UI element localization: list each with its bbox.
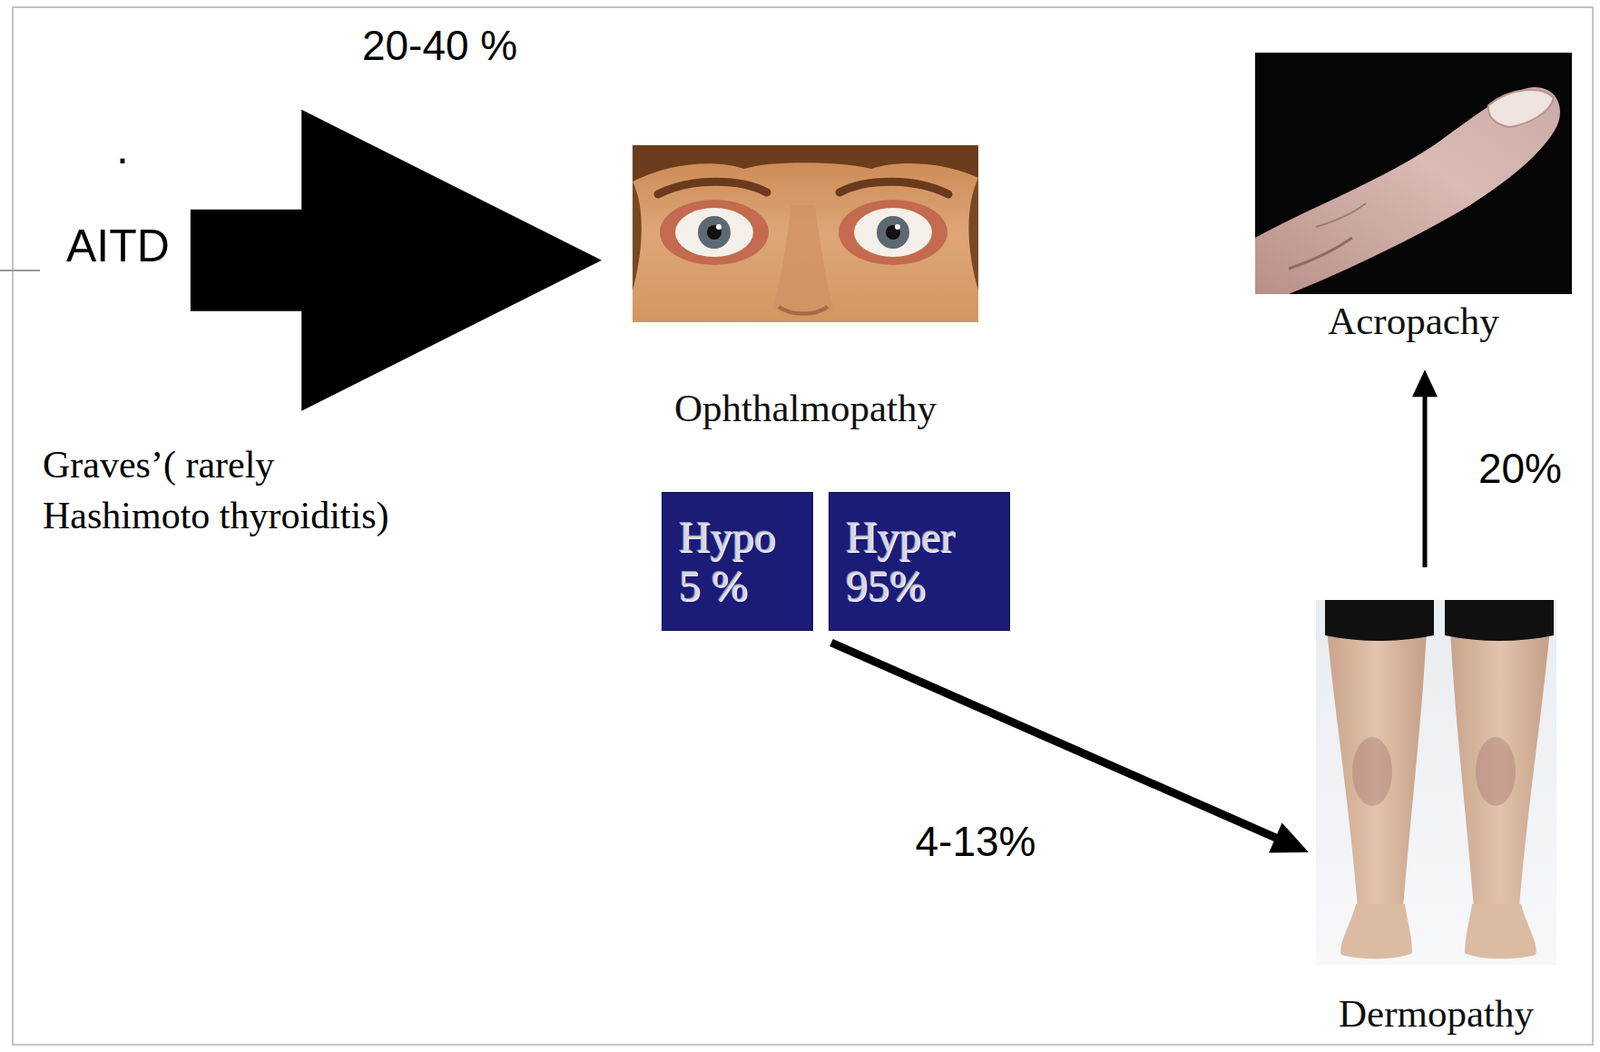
arrow-connector	[831, 642, 1309, 853]
stray-mark: .	[116, 122, 129, 176]
edge-label: 4-13%	[912, 817, 1041, 866]
photo-caption: Dermopathy	[1315, 991, 1557, 1035]
page-frame	[0, 7, 1593, 1045]
photo-node: Acropachy	[1255, 52, 1572, 343]
edge-label: 20%	[1474, 444, 1566, 493]
photo-caption: Ophthalmopathy	[632, 386, 979, 430]
arrow-connector	[1412, 369, 1438, 568]
edge-label: 20-40 %	[358, 21, 521, 70]
photo-node: Ophthalmopathy	[632, 145, 979, 430]
term-text: AITD	[66, 220, 170, 274]
photo-node: Dermopathy	[1315, 599, 1557, 1035]
face-photo	[632, 145, 979, 323]
hypo-box: Hypo 5 %	[661, 491, 814, 631]
photo-caption: Acropachy	[1255, 299, 1572, 343]
hyper-box: Hyper 95%	[828, 491, 1011, 631]
block-arrow	[190, 109, 602, 412]
box-text: Hypo 5 %	[678, 512, 788, 611]
source-term: AITD	[66, 220, 170, 274]
note-text: Graves’( rarely Hashimoto thyroiditis)	[42, 439, 408, 541]
legs-photo	[1315, 599, 1557, 965]
box-text: Hyper 95%	[845, 512, 973, 611]
finger-photo	[1255, 52, 1572, 295]
